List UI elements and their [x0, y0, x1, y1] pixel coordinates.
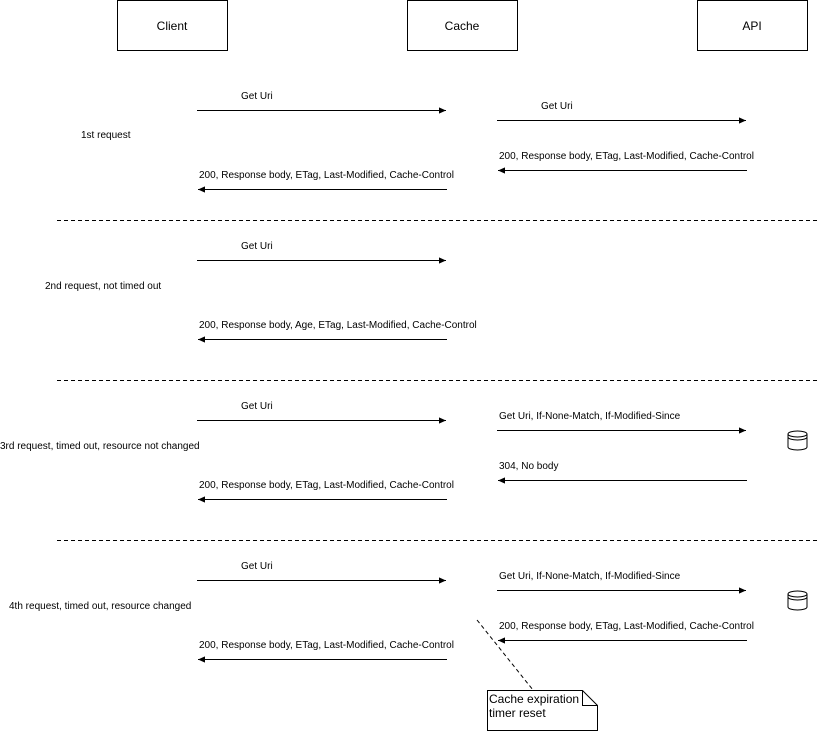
- message-label: 200, Response body, ETag, Last-Modified,…: [199, 480, 454, 491]
- note-line-2: timer reset: [489, 706, 546, 720]
- actor-client-label: Client: [157, 19, 188, 33]
- message-label: 200, Response body, ETag, Last-Modified,…: [499, 151, 754, 162]
- message-label: Get Uri, If-None-Match, If-Modified-Sinc…: [499, 571, 681, 582]
- message-label: Get Uri, If-None-Match, If-Modified-Sinc…: [499, 411, 681, 422]
- scenario-2: 2nd request, not timed out Get Uri 200, …: [45, 241, 477, 343]
- note-line-1: Cache expiration: [489, 692, 579, 706]
- message-label: 304, No body: [499, 461, 559, 472]
- scenario-2-label: 2nd request, not timed out: [45, 281, 161, 292]
- actor-api: API: [697, 0, 808, 51]
- message-label: 200, Response body, ETag, Last-Modified,…: [499, 621, 754, 632]
- message-label: Get Uri: [241, 401, 273, 412]
- message-label: 200, Response body, ETag, Last-Modified,…: [199, 640, 454, 651]
- note-cache-expiration: Cache expiration timer reset: [487, 690, 598, 731]
- actor-api-label: API: [742, 19, 761, 33]
- message-label: Get Uri: [241, 241, 273, 252]
- scenario-1: 1st request Get Uri Get Uri 200, Respons…: [81, 91, 754, 193]
- database-icon: [787, 590, 808, 611]
- actor-cache-label: Cache: [445, 19, 480, 33]
- actor-cache: Cache: [407, 0, 518, 51]
- scenario-4-label: 4th request, timed out, resource changed: [9, 601, 191, 612]
- message-label: Get Uri: [541, 101, 573, 112]
- actor-client: Client: [117, 0, 228, 51]
- message-label: 200, Response body, ETag, Last-Modified,…: [199, 170, 454, 181]
- scenario-1-label: 1st request: [81, 130, 131, 141]
- scenario-4: 4th request, timed out, resource changed…: [9, 561, 808, 731]
- note-connector: [476, 619, 534, 691]
- scenario-3-label: 3rd request, timed out, resource not cha…: [0, 441, 200, 452]
- database-icon: [787, 430, 808, 451]
- scenario-3: 3rd request, timed out, resource not cha…: [0, 401, 808, 503]
- message-label: Get Uri: [241, 91, 273, 102]
- message-label: 200, Response body, Age, ETag, Last-Modi…: [199, 320, 477, 331]
- message-label: Get Uri: [241, 561, 273, 572]
